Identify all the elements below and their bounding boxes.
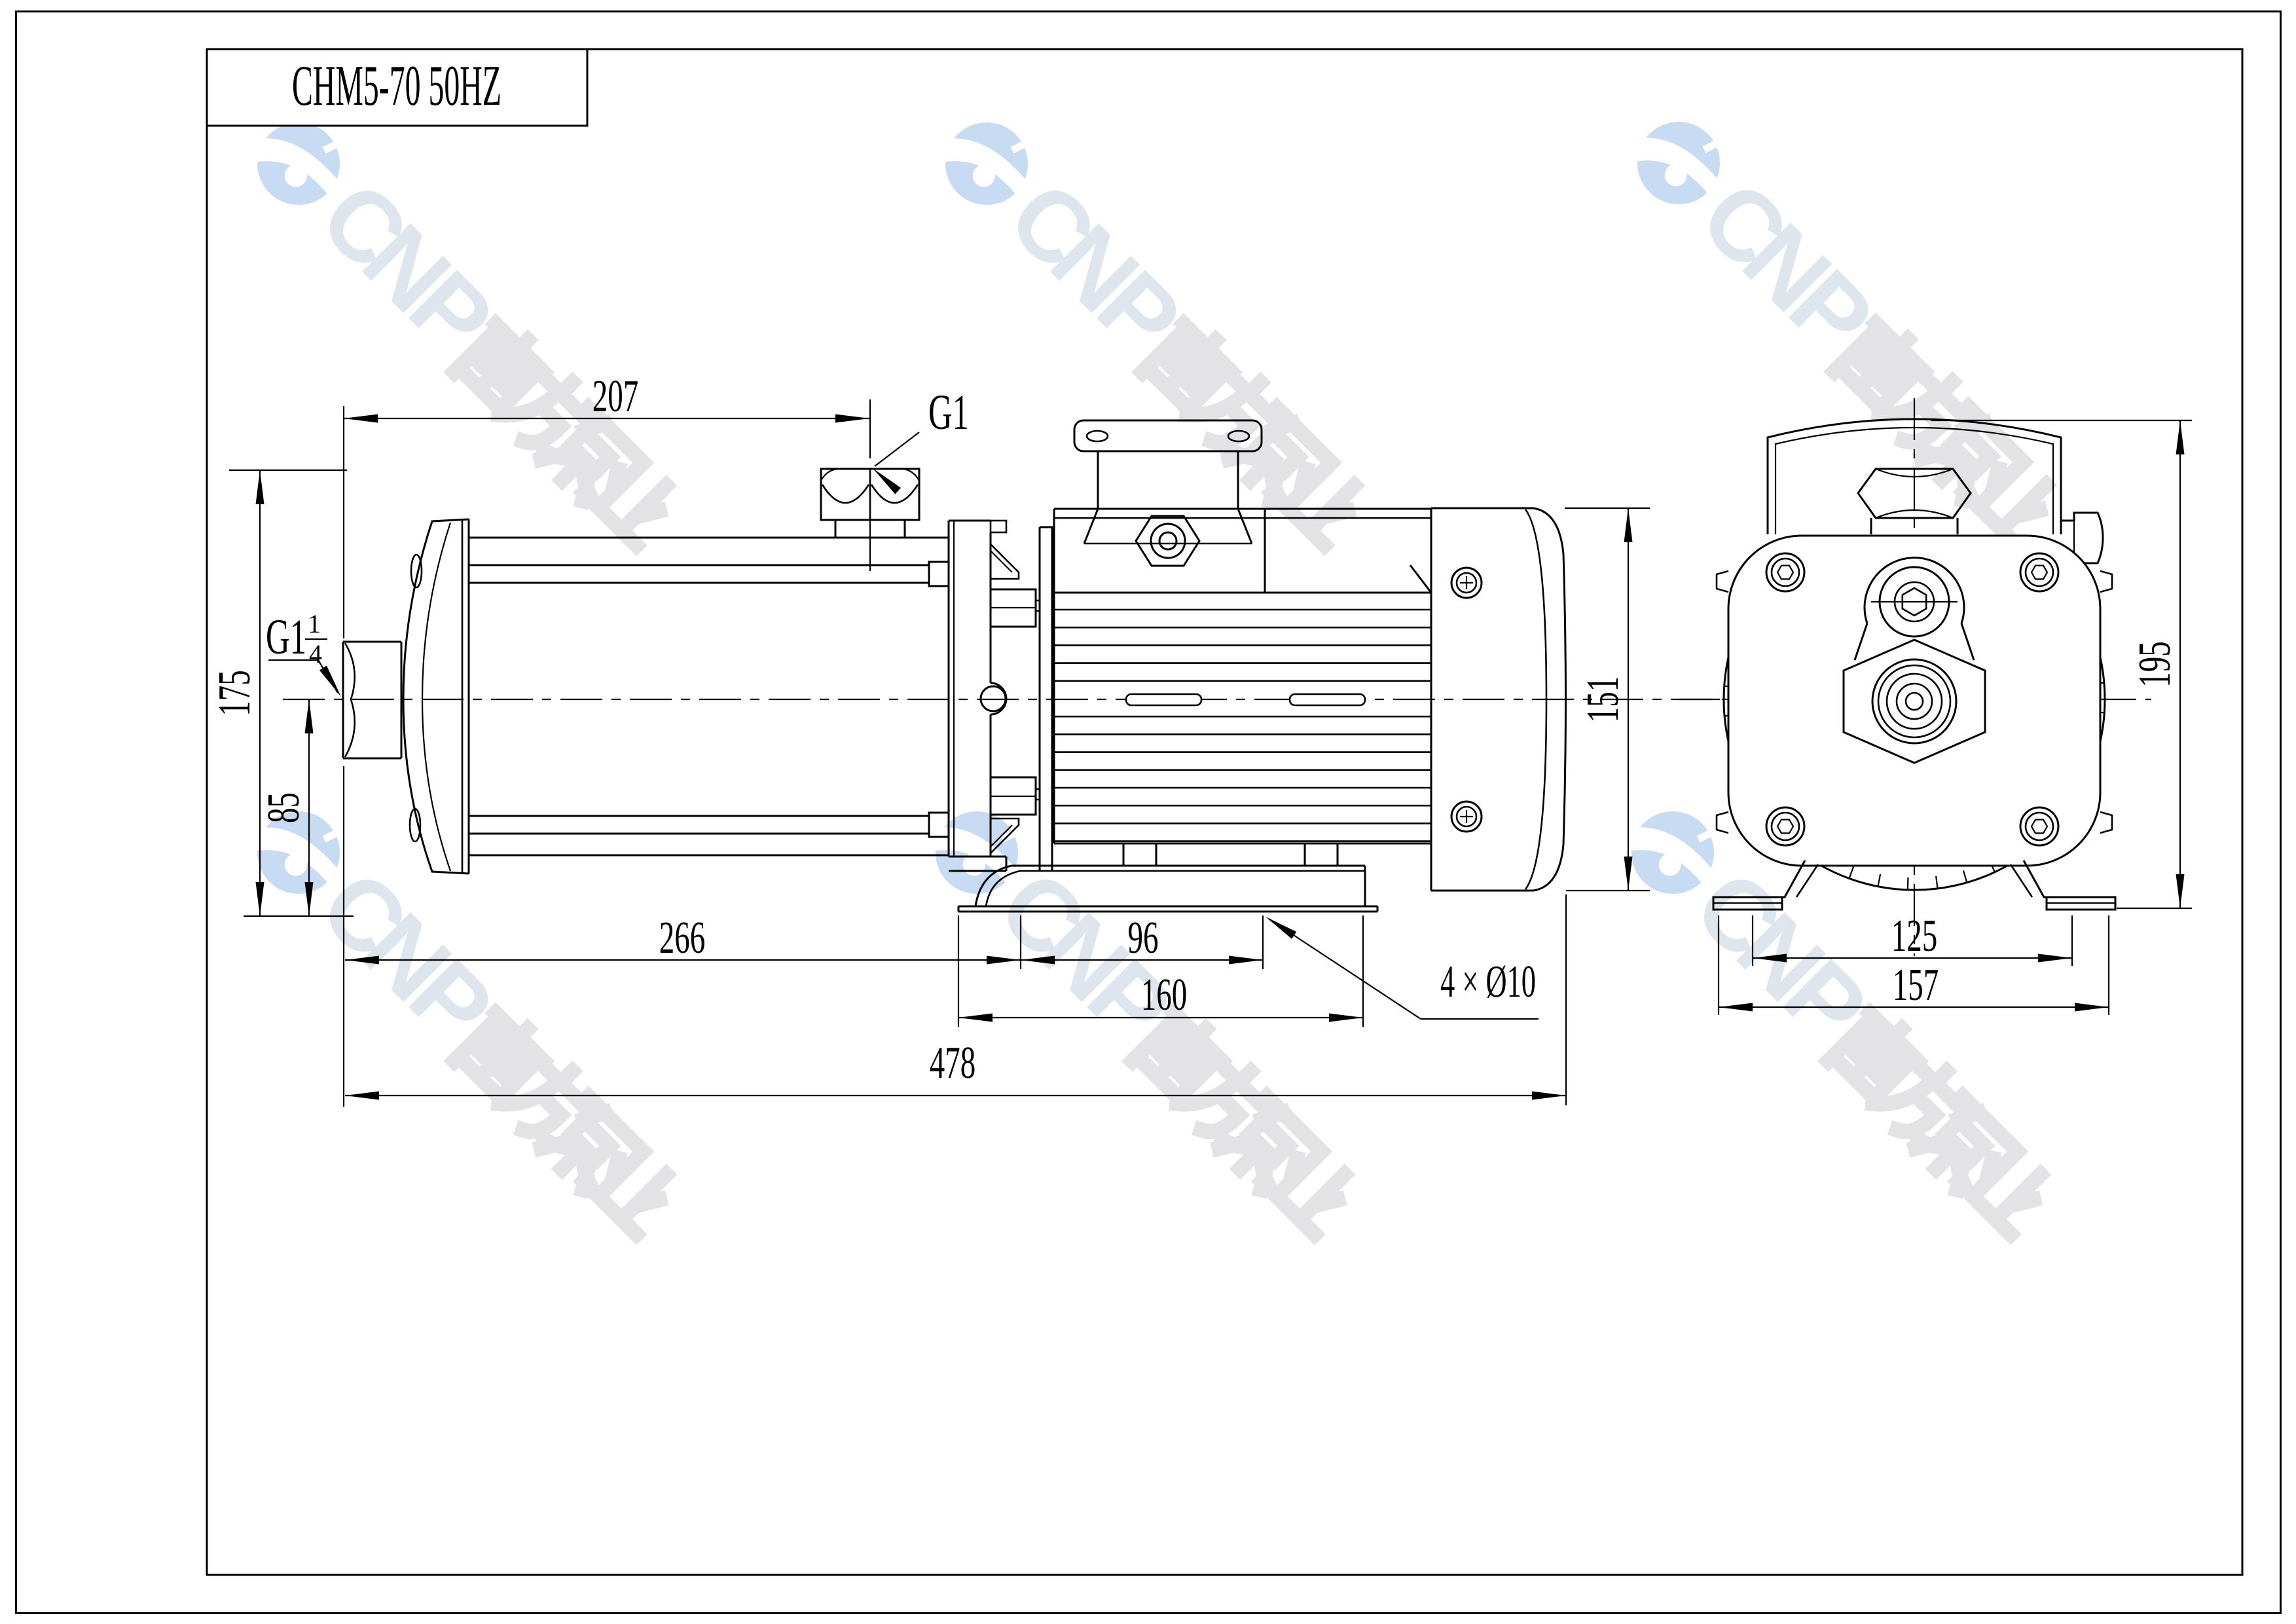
svg-text:4 × Ø10: 4 × Ø10 — [1440, 957, 1536, 1007]
svg-text:1: 1 — [308, 609, 321, 638]
svg-text:175: 175 — [210, 670, 260, 716]
svg-text:G1: G1 — [266, 610, 306, 665]
svg-text:96: 96 — [1128, 913, 1159, 963]
svg-text:151: 151 — [1578, 676, 1628, 723]
svg-text:266: 266 — [659, 913, 706, 963]
svg-text:85: 85 — [259, 792, 309, 823]
svg-text:160: 160 — [1141, 970, 1188, 1020]
svg-text:195: 195 — [2130, 641, 2180, 688]
svg-text:CHM5-70 50HZ: CHM5-70 50HZ — [292, 54, 501, 118]
svg-text:478: 478 — [930, 1038, 976, 1088]
svg-text:125: 125 — [1891, 911, 1938, 961]
svg-text:207: 207 — [592, 371, 639, 422]
svg-text:157: 157 — [1893, 960, 1939, 1010]
svg-text:G1: G1 — [928, 385, 969, 440]
